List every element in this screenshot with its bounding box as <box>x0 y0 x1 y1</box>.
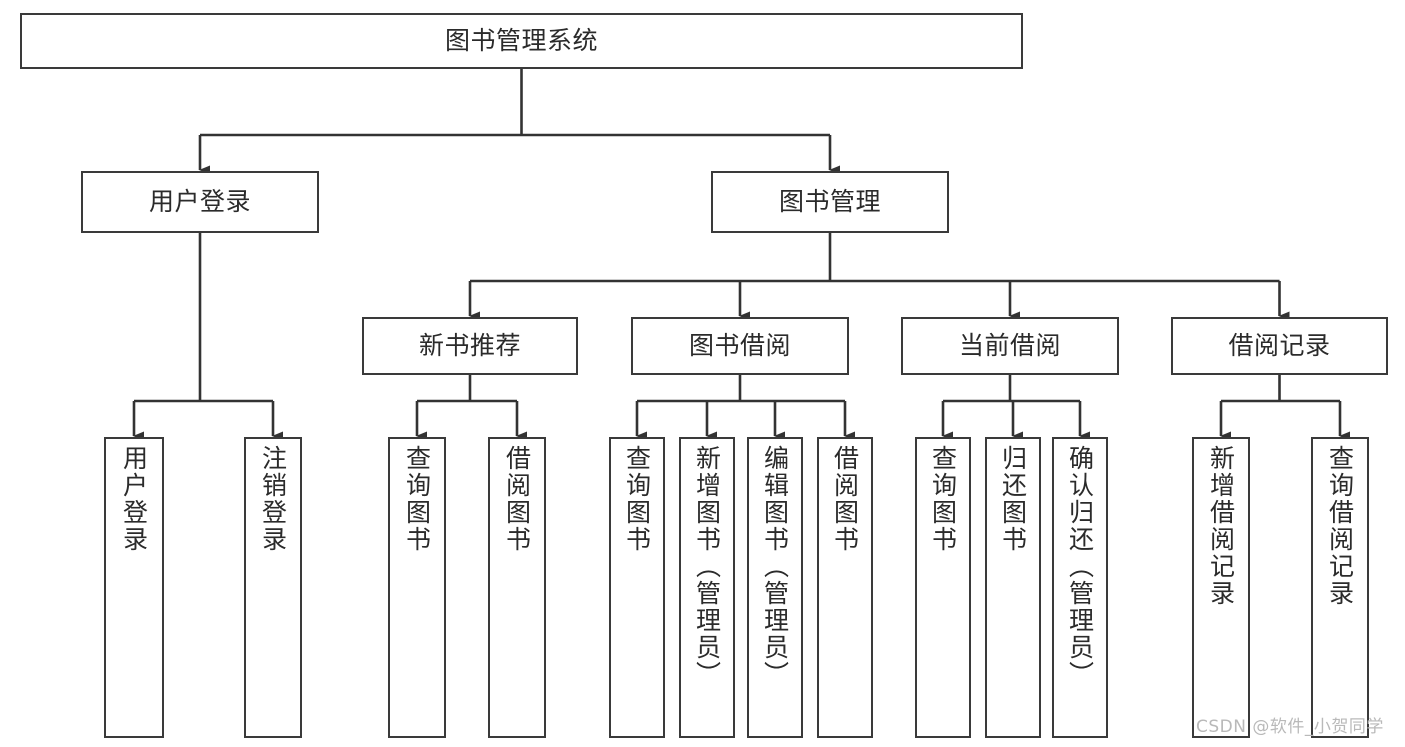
node-label-current-borrow: 当前借阅 <box>958 331 1061 361</box>
node-label-new-book-rec: 新书推荐 <box>418 331 521 361</box>
node-label-leaf-br-add: 新增借阅记录 <box>1206 445 1236 607</box>
node-label-leaf-cb-query: 查询图书 <box>928 445 958 553</box>
node-borrow-records[interactable]: 借阅记录 <box>1171 317 1388 375</box>
node-label-leaf-bb-query: 查询图书 <box>622 445 652 553</box>
node-label-borrow-records: 借阅记录 <box>1228 331 1331 361</box>
edge-group <box>132 69 1350 441</box>
node-label-leaf-bb-edit: 编辑图书（管理员） <box>760 445 790 688</box>
node-current-borrow[interactable]: 当前借阅 <box>901 317 1119 375</box>
node-leaf-cb-return[interactable]: 归还图书 <box>985 437 1041 738</box>
node-label-leaf-user-login: 用户登录 <box>119 445 149 553</box>
node-label-leaf-br-query: 查询借阅记录 <box>1325 445 1355 607</box>
node-label-book-borrow: 图书借阅 <box>688 331 791 361</box>
node-leaf-br-query[interactable]: 查询借阅记录 <box>1311 437 1369 738</box>
node-label-leaf-cb-confirm: 确认归还（管理员） <box>1065 445 1095 688</box>
node-leaf-bb-edit[interactable]: 编辑图书（管理员） <box>747 437 803 738</box>
node-leaf-cb-confirm[interactable]: 确认归还（管理员） <box>1052 437 1108 738</box>
node-leaf-br-add[interactable]: 新增借阅记录 <box>1192 437 1250 738</box>
node-book-borrow[interactable]: 图书借阅 <box>631 317 849 375</box>
node-leaf-bb-add[interactable]: 新增图书（管理员） <box>679 437 735 738</box>
node-label-user-login: 用户登录 <box>148 187 251 217</box>
node-root[interactable]: 图书管理系统 <box>20 13 1023 69</box>
node-leaf-cb-query[interactable]: 查询图书 <box>915 437 971 738</box>
node-leaf-user-login[interactable]: 用户登录 <box>104 437 164 738</box>
node-label-leaf-bb-borrow: 借阅图书 <box>830 445 860 553</box>
node-leaf-user-logout[interactable]: 注销登录 <box>244 437 302 738</box>
node-leaf-bb-query[interactable]: 查询图书 <box>609 437 665 738</box>
node-label-leaf-user-logout: 注销登录 <box>258 445 288 553</box>
node-label-leaf-cb-return: 归还图书 <box>998 445 1028 553</box>
node-leaf-bb-borrow[interactable]: 借阅图书 <box>817 437 873 738</box>
node-label-leaf-rec-query: 查询图书 <box>402 445 432 553</box>
node-label-book-manage: 图书管理 <box>778 187 881 217</box>
node-user-login[interactable]: 用户登录 <box>81 171 319 233</box>
node-leaf-rec-query[interactable]: 查询图书 <box>388 437 446 738</box>
node-label-leaf-bb-add: 新增图书（管理员） <box>692 445 722 688</box>
node-label-root: 图书管理系统 <box>444 26 598 56</box>
node-label-leaf-rec-borrow: 借阅图书 <box>502 445 532 553</box>
node-book-manage[interactable]: 图书管理 <box>711 171 949 233</box>
node-new-book-rec[interactable]: 新书推荐 <box>362 317 578 375</box>
node-leaf-rec-borrow[interactable]: 借阅图书 <box>488 437 546 738</box>
